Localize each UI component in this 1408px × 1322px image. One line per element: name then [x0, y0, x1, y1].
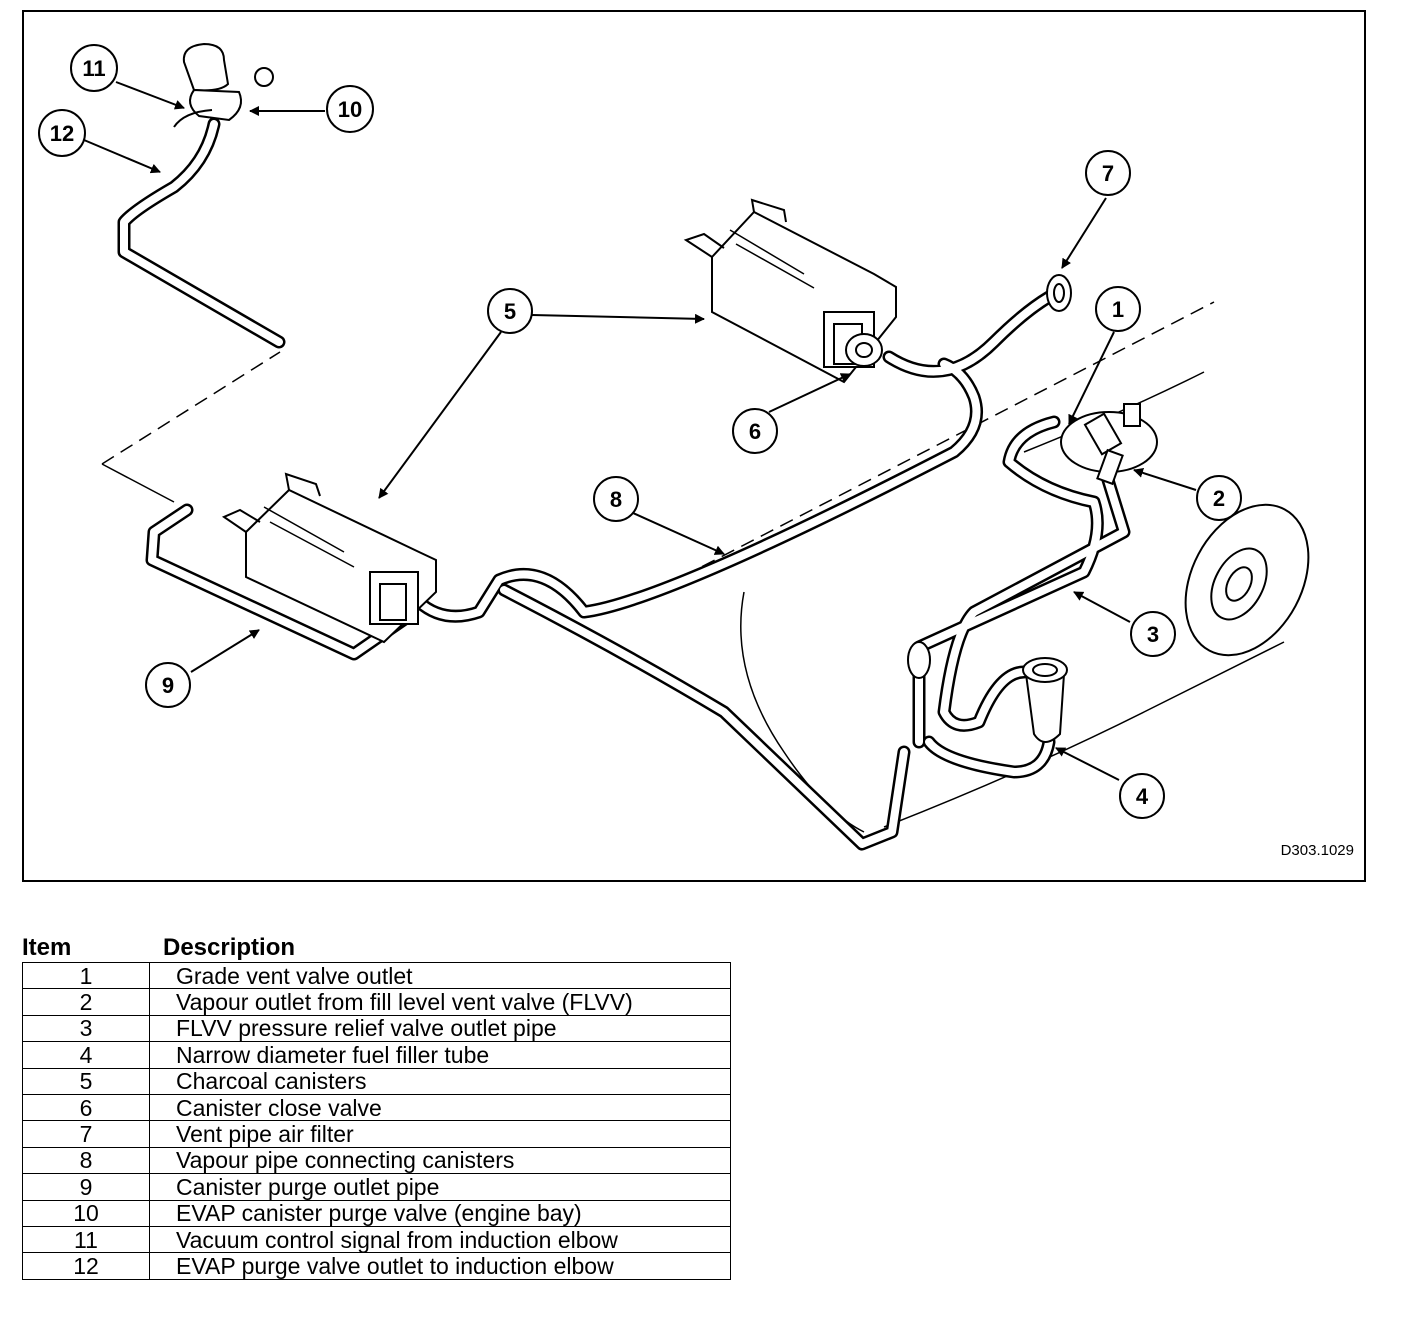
callout-7-label: 7 — [1102, 161, 1114, 186]
long-pipe — [497, 583, 911, 851]
item-number: 5 — [22, 1067, 150, 1095]
item-description: Vapour outlet from fill level vent valve… — [149, 988, 731, 1016]
item-description: Grade vent valve outlet — [149, 961, 731, 990]
callout-1: 1 — [1095, 286, 1141, 332]
reference-code: D303.1029 — [1281, 842, 1354, 859]
callout-5: 5 — [487, 288, 533, 334]
item-description: Vacuum control signal from induction elb… — [149, 1225, 731, 1254]
callout-3-label: 3 — [1147, 622, 1159, 647]
callout-6: 6 — [732, 408, 778, 454]
canister-close-valve — [845, 333, 883, 367]
callout-1-label: 1 — [1112, 297, 1124, 322]
evap-purge-valve — [173, 42, 274, 128]
diagram-frame: 1 2 3 4 5 6 7 8 9 10 11 12 D303.1029 — [22, 10, 1366, 882]
callouts: 1 2 3 4 5 6 7 8 9 10 11 12 — [38, 44, 1242, 819]
leader-lines — [83, 81, 1197, 781]
item-number: 12 — [22, 1252, 150, 1280]
item-description: Vent pipe air filter — [149, 1120, 731, 1148]
item-number: 10 — [22, 1199, 150, 1227]
wheel — [1184, 503, 1310, 657]
legend-header-description: Description — [163, 934, 296, 961]
legend-header-item: Item — [22, 934, 72, 961]
callout-3: 3 — [1130, 611, 1176, 657]
item-number: 9 — [22, 1173, 150, 1201]
item-description: EVAP canister purge valve (engine bay) — [149, 1199, 731, 1227]
callout-11: 11 — [70, 44, 118, 92]
item-description: Canister close valve — [149, 1093, 731, 1122]
item-description: Vapour pipe connecting canisters — [149, 1146, 731, 1175]
callout-10-label: 10 — [338, 97, 362, 122]
item-description: FLVV pressure relief valve outlet pipe — [149, 1014, 731, 1043]
item-number: 2 — [22, 988, 150, 1016]
item-number: 1 — [22, 961, 150, 990]
callout-12-label: 12 — [50, 121, 74, 146]
callout-10: 10 — [326, 85, 374, 133]
callout-5-label: 5 — [504, 299, 516, 324]
item-description: Canister purge outlet pipe — [149, 1173, 731, 1201]
callout-9: 9 — [145, 662, 191, 708]
pipe-network — [117, 117, 1131, 851]
callout-2-label: 2 — [1213, 486, 1225, 511]
vent-pipe-air-filter — [1046, 274, 1072, 312]
item-number: 7 — [22, 1120, 150, 1148]
charcoal-canister-lower — [221, 472, 437, 644]
callout-8: 8 — [593, 476, 639, 522]
callout-11-label: 11 — [82, 56, 105, 81]
item-number: 6 — [22, 1093, 150, 1122]
fuel-tank-top-valves — [1060, 403, 1158, 486]
evap-system-diagram: 1 2 3 4 5 6 7 8 9 10 11 12 D303.1029 — [38, 42, 1354, 859]
callout-4: 4 — [1119, 773, 1165, 819]
body-outline — [101, 301, 1215, 608]
item-number: 3 — [22, 1014, 150, 1043]
callout-2: 2 — [1196, 475, 1242, 521]
callout-8-label: 8 — [610, 487, 622, 512]
item-number: 4 — [22, 1041, 150, 1069]
callout-6-label: 6 — [749, 419, 761, 444]
fuel-filler-neck — [907, 641, 1068, 743]
callout-12: 12 — [38, 109, 86, 157]
item-description: Narrow diameter fuel filler tube — [149, 1041, 731, 1069]
callout-7: 7 — [1085, 150, 1131, 196]
item-number: 11 — [22, 1225, 150, 1254]
callout-9-label: 9 — [162, 673, 174, 698]
callout-4-label: 4 — [1136, 784, 1149, 809]
item-description: EVAP purge valve outlet to induction elb… — [149, 1252, 731, 1280]
item-number: 8 — [22, 1146, 150, 1175]
item-description: Charcoal canisters — [149, 1067, 731, 1095]
